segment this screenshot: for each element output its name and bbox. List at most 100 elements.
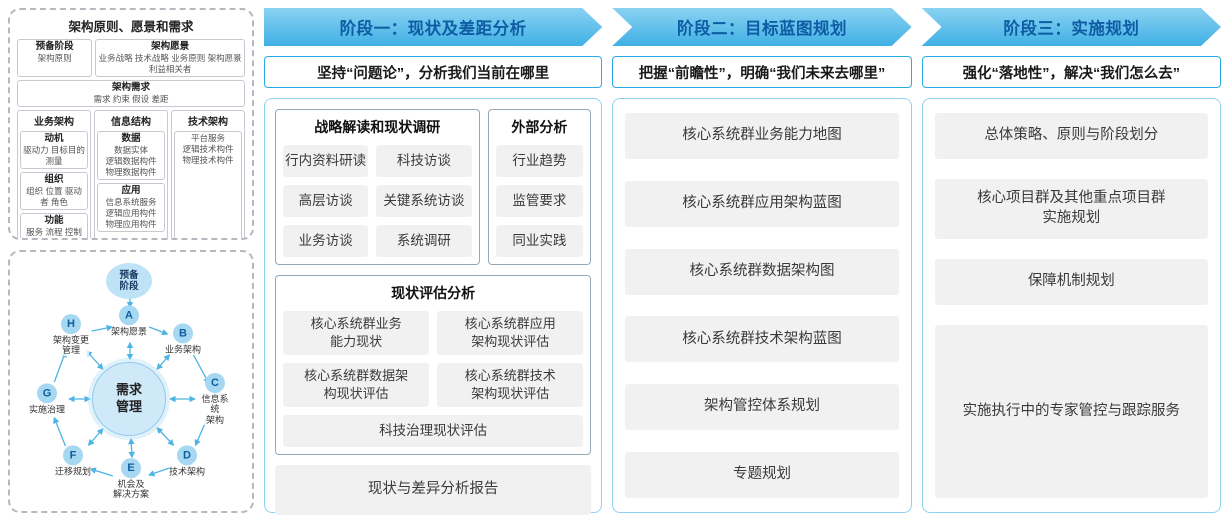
application-body: 信息系统服务 逻辑应用构件 物理应用构件: [105, 196, 157, 229]
phase-2-subtitle: 把握“前瞻性”，明确“我们未来去哪里”: [612, 56, 912, 88]
left-sidebar: 架构原则、愿景和需求 预备阶段 架构原则 架构愿景 业务战略 技术战略 业务原则…: [8, 8, 254, 513]
list-item: 核心系统群技术 架构现状评估: [437, 363, 584, 407]
phase-3-header-arrow: 阶段三：实施规划: [922, 8, 1221, 46]
list-item: 核心系统群数据架 构现状评估: [283, 363, 430, 407]
motivation-title: 动机: [44, 132, 64, 144]
business-architecture-column: 业务架构 动机 驱动力 目标目的 测量 组织 组织 位置 驱动者 角色 功能 服…: [17, 109, 91, 238]
phase-3-column: 阶段三：实施规划 强化“落地性”，解决“我们怎么去” 总体策略、原则与阶段划分 …: [921, 8, 1221, 513]
motivation-body: 驱动力 目标目的 测量: [23, 144, 85, 166]
adm-node-e-opportunities: E 机会及 解决方案: [112, 458, 150, 500]
adm-label-c: 信息系统 架构: [200, 393, 230, 426]
framework-row-vision: 预备阶段 架构原则 架构愿景 业务战略 技术战略 业务原则 架构愿景 利益相关者: [17, 39, 245, 77]
framework-title: 架构原则、愿景和需求: [68, 20, 194, 34]
list-item: 高层访谈: [283, 185, 369, 217]
technology-box: 平台服务 逻辑技术构件 物理技术构件: [174, 130, 242, 238]
adm-letter-c: C: [205, 372, 225, 393]
organization-body: 组织 位置 驱动者 角色: [26, 185, 82, 207]
list-item: 核心系统群应用架构蓝图: [625, 180, 899, 227]
function-body: 服务 流程 控制 产品: [26, 226, 82, 238]
list-item: 核心项目群及其他重点项目群 实施规划: [934, 179, 1208, 239]
information-structure-column: 信息结构 数据 数据实体 逻辑数据构件 物理数据构件 应用 信息系统服务 逻辑应…: [94, 109, 168, 238]
adm-node-d-technology: D 技术架构: [168, 445, 206, 477]
adm-label-b: 业务架构: [164, 344, 202, 355]
assessment-grid: 核心系统群业务 能力现状 核心系统群应用 架构现状评估 核心系统群数据架 构现状…: [283, 311, 584, 407]
phase-3-header-label: 阶段三：实施规划: [1003, 20, 1140, 38]
application-title: 应用: [121, 184, 141, 196]
phase-1-body: 战略解读和现状调研 行内资料研读 科技访谈 高层访谈 关键系统访谈 业务访谈 系…: [264, 98, 603, 515]
external-analysis-group: 外部分析 行业趋势 监管要求 同业实践: [487, 109, 592, 265]
list-item: 科技访谈: [376, 145, 472, 177]
requirements-title: 架构需求: [111, 81, 150, 93]
list-item: 核心系统群应用 架构现状评估: [437, 311, 584, 355]
strategy-research-group: 战略解读和现状调研 行内资料研读 科技访谈 高层访谈 关键系统访谈 业务访谈 系…: [275, 109, 480, 265]
adm-node-f-migration: F 迁移规划: [54, 445, 92, 477]
technology-body: 平台服务 逻辑技术构件 物理技术构件: [182, 132, 234, 165]
adm-node-g-governance: G 实施治理: [28, 383, 66, 415]
phase-1-header-arrow: 阶段一：现状及差距分析: [264, 8, 602, 46]
phase-2-header-arrow: 阶段二：目标蓝图规划: [612, 8, 911, 46]
list-item: 业务访谈: [283, 225, 369, 257]
prep-phase-title: 预备阶段: [35, 41, 74, 52]
adm-label-f: 迁移规划: [54, 466, 92, 477]
application-box: 应用 信息系统服务 逻辑应用构件 物理应用构件: [97, 182, 165, 232]
vision-box: 架构愿景 业务战略 技术战略 业务原则 架构愿景 利益相关者: [95, 39, 245, 77]
phase-2-column: 阶段二：目标蓝图规划 把握“前瞻性”，明确“我们未来去哪里” 核心系统群业务能力…: [612, 8, 912, 513]
data-body: 数据实体 逻辑数据构件 物理数据构件: [105, 144, 157, 177]
list-item: 行内资料研读: [283, 145, 369, 177]
external-analysis-title: 外部分析: [511, 119, 568, 135]
phases-area: 阶段一：现状及差距分析 坚持“问题论”，分析我们当前在哪里 战略解读和现状调研 …: [264, 8, 1221, 515]
adm-cycle-panel: 预备 阶段 A 架构愿景 B 业务架构 C 信息系统 架构 D 技术架构: [8, 250, 254, 513]
phase-1-column: 阶段一：现状及差距分析 坚持“问题论”，分析我们当前在哪里 战略解读和现状调研 …: [264, 8, 603, 515]
requirements-body: 需求 约束 假设 差距: [93, 93, 169, 104]
adm-node-a-vision: A 架构愿景: [110, 305, 148, 337]
organization-box: 组织 组织 位置 驱动者 角色: [20, 171, 88, 210]
function-title: 功能: [44, 214, 64, 226]
technology-architecture-column: 技术架构 平台服务 逻辑技术构件 物理技术构件: [171, 109, 245, 238]
adm-letter-e: E: [120, 458, 141, 479]
technology-architecture-title: 技术架构: [188, 116, 228, 128]
adm-letter-g: G: [36, 383, 57, 404]
prep-phase-box: 预备阶段 架构原则: [17, 39, 93, 77]
vision-title: 架构愿景: [151, 41, 190, 52]
external-analysis-list: 行业趋势 监管要求 同业实践: [495, 145, 584, 257]
list-item: 总体策略、原则与阶段划分: [934, 113, 1208, 159]
strategy-research-title: 战略解读和现状调研: [314, 119, 441, 135]
list-item: 专题规划: [625, 451, 899, 498]
adm-letter-a: A: [118, 305, 139, 326]
phase-1-research-row: 战略解读和现状调研 行内资料研读 科技访谈 高层访谈 关键系统访谈 业务访谈 系…: [275, 109, 592, 265]
list-item: 关键系统访谈: [376, 185, 472, 217]
data-title: 数据: [121, 132, 141, 144]
adm-label-e: 机会及 解决方案: [112, 479, 150, 500]
prep-phase-body: 架构原则: [37, 52, 72, 63]
adm-cycle-diagram: 预备 阶段 A 架构愿景 B 业务架构 C 信息系统 架构 D 技术架构: [17, 259, 245, 504]
list-item: 核心系统群业务能力地图: [625, 113, 899, 159]
adm-node-c-information: C 信息系统 架构: [200, 372, 230, 426]
gap-analysis-report-item: 现状与差异分析报告: [275, 465, 592, 515]
adm-node-h-change: H 架构变更 管理: [52, 314, 90, 356]
requirements-box: 架构需求 需求 约束 假设 差距: [17, 79, 245, 107]
vision-body: 业务战略 技术战略 业务原则 架构愿景 利益相关者: [98, 52, 242, 74]
function-box: 功能 服务 流程 控制 产品: [20, 212, 88, 238]
list-item: 系统调研: [376, 225, 472, 257]
phase-1-header-label: 阶段一：现状及差距分析: [339, 20, 527, 38]
architecture-framework-panel: 架构原则、愿景和需求 预备阶段 架构原则 架构愿景 业务战略 技术战略 业务原则…: [8, 8, 254, 240]
list-item: 同业实践: [495, 225, 584, 257]
phase-2-header-label: 阶段二：目标蓝图规划: [676, 20, 847, 38]
adm-label-d: 技术架构: [168, 466, 206, 477]
adm-center-requirements-management: 需求 管理: [92, 362, 166, 436]
adm-node-b-business: B 业务架构: [164, 323, 202, 355]
list-item: 架构管控体系规划: [625, 384, 899, 431]
list-item: 核心系统群技术架构蓝图: [625, 316, 899, 363]
information-structure-title: 信息结构: [111, 116, 151, 128]
list-item: 实施执行中的专家管控与跟踪服务: [934, 325, 1208, 498]
adm-label-h: 架构变更 管理: [52, 335, 90, 356]
data-box: 数据 数据实体 逻辑数据构件 物理数据构件: [97, 130, 165, 180]
phase-1-subtitle: 坚持“问题论”，分析我们当前在哪里: [264, 56, 603, 88]
strategy-research-grid: 行内资料研读 科技访谈 高层访谈 关键系统访谈 业务访谈 系统调研: [283, 145, 472, 257]
list-item: 核心系统群业务 能力现状: [283, 311, 430, 355]
list-item: 行业趋势: [495, 145, 584, 177]
phase-3-body: 总体策略、原则与阶段划分 核心项目群及其他重点项目群 实施规划 保障机制规划 实…: [921, 98, 1221, 513]
motivation-box: 动机 驱动力 目标目的 测量: [20, 130, 88, 169]
assessment-group: 现状评估分析 核心系统群业务 能力现状 核心系统群应用 架构现状评估 核心系统群…: [275, 275, 592, 455]
